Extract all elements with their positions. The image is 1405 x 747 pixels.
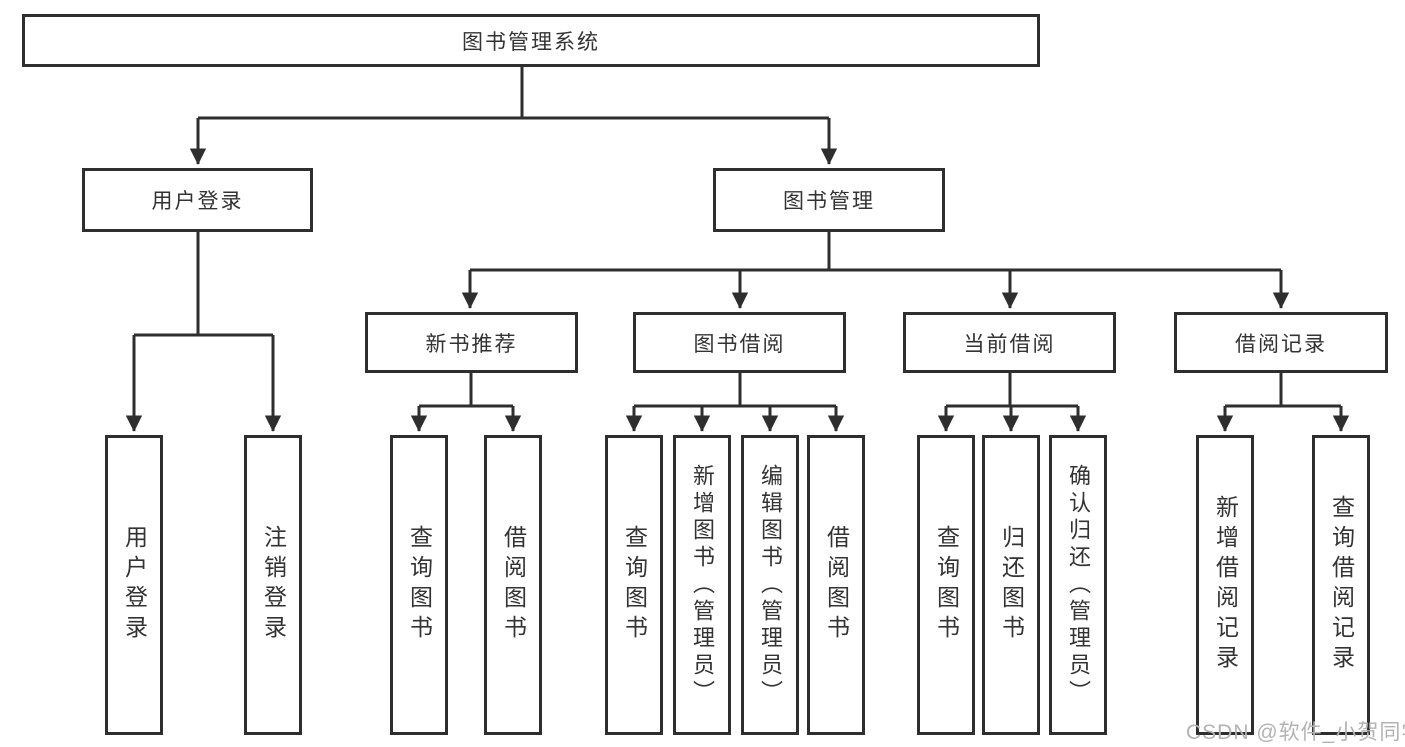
- leaf-add-borrow-record-label: 新增借阅记录: [1212, 495, 1239, 675]
- leaf-borrow-books-recommend: 借阅图书: [484, 435, 542, 735]
- node-borrow-records: 借阅记录: [1174, 312, 1388, 373]
- leaf-borrow-books-recommend-label: 借阅图书: [500, 525, 527, 645]
- leaf-query-books-borrowing-label: 查询图书: [621, 525, 648, 645]
- leaf-add-borrow-record: 新增借阅记录: [1196, 435, 1254, 735]
- node-current-borrowing-label: 当前借阅: [963, 332, 1056, 356]
- leaf-user-login: 用户登录: [105, 435, 163, 735]
- node-book-management: 图书管理: [713, 168, 945, 232]
- leaf-query-borrow-record-label: 查询借阅记录: [1328, 495, 1355, 675]
- leaf-query-books-borrowing: 查询图书: [605, 435, 663, 735]
- node-new-book-recommend: 新书推荐: [365, 312, 578, 373]
- watermark: CSDN @软件_小贺同学: [1186, 721, 1405, 744]
- leaf-logout: 注销登录: [244, 435, 302, 735]
- leaf-confirm-return-admin: 确认归还（管理员）: [1049, 435, 1107, 735]
- leaf-borrow-books-borrowing-label: 借阅图书: [823, 525, 850, 645]
- node-user-login: 用户登录: [82, 168, 313, 232]
- node-library-system-label: 图书管理系统: [462, 30, 600, 54]
- leaf-query-books-current-label: 查询图书: [933, 525, 960, 645]
- leaf-return-books-label: 归还图书: [998, 525, 1025, 645]
- leaf-edit-books-admin: 编辑图书（管理员）: [741, 435, 799, 735]
- leaf-query-borrow-record: 查询借阅记录: [1312, 435, 1370, 735]
- node-book-borrowing: 图书借阅: [633, 312, 846, 373]
- node-book-management-label: 图书管理: [783, 190, 875, 213]
- node-borrow-records-label: 借阅记录: [1235, 332, 1327, 356]
- leaf-query-books-recommend: 查询图书: [390, 435, 448, 735]
- node-library-system: 图书管理系统: [22, 14, 1040, 67]
- leaf-add-books-admin-label: 新增图书（管理员）: [690, 463, 715, 707]
- leaf-edit-books-admin-label: 编辑图书（管理员）: [758, 463, 783, 707]
- leaf-query-books-current: 查询图书: [917, 435, 975, 735]
- node-book-borrowing-label: 图书借阅: [693, 332, 786, 356]
- leaf-add-books-admin: 新增图书（管理员）: [673, 435, 731, 735]
- node-current-borrowing: 当前借阅: [903, 312, 1116, 373]
- leaf-user-login-label: 用户登录: [121, 525, 148, 645]
- leaf-borrow-books-borrowing: 借阅图书: [807, 435, 865, 735]
- node-user-login-label: 用户登录: [151, 190, 244, 213]
- leaf-confirm-return-admin-label: 确认归还（管理员）: [1066, 463, 1091, 707]
- leaf-return-books: 归还图书: [982, 435, 1040, 735]
- leaf-query-books-recommend-label: 查询图书: [406, 525, 433, 645]
- leaf-logout-label: 注销登录: [260, 525, 287, 645]
- node-new-book-recommend-label: 新书推荐: [425, 332, 518, 356]
